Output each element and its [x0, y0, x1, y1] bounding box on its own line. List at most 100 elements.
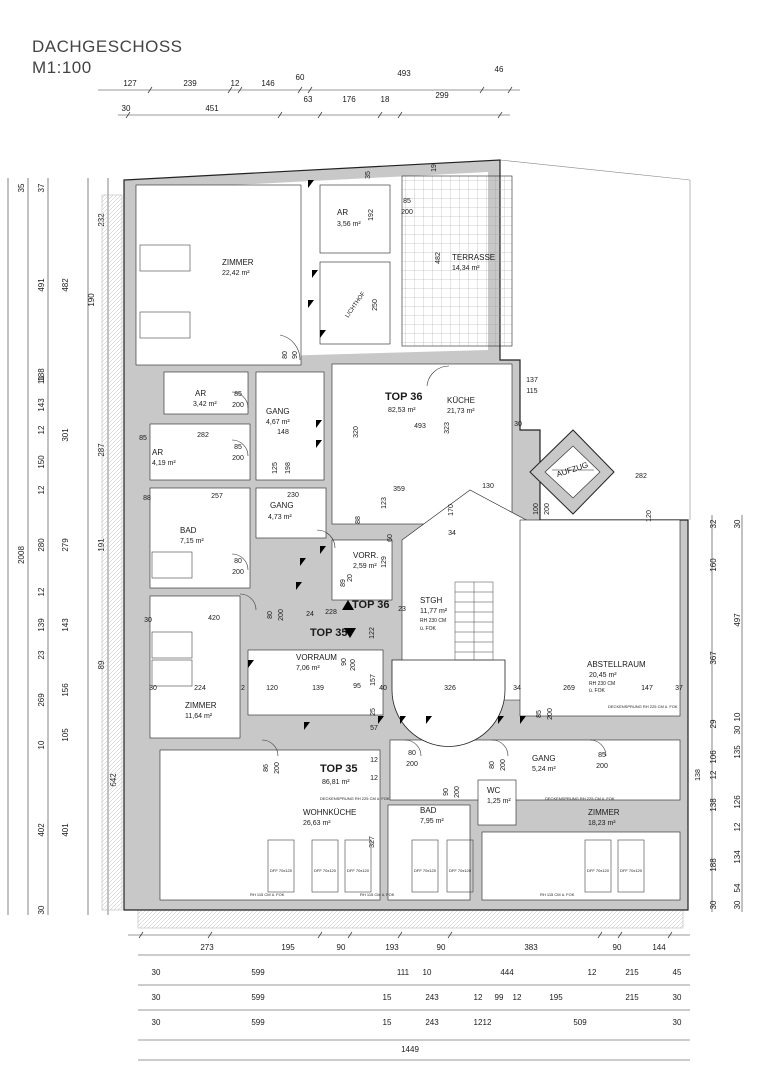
- dim-i-19: 200: [232, 455, 244, 462]
- dim-b1-8: 144: [652, 943, 666, 952]
- dim-i-32: 200: [544, 503, 551, 515]
- dim-i-73: 200: [596, 763, 608, 770]
- dim-top-7: 46: [495, 65, 504, 74]
- dim-l2-11: 105: [61, 728, 70, 742]
- room-vorraum-area: 7,06 m²: [296, 665, 320, 672]
- dim-l2-4: 301: [61, 428, 70, 442]
- room-zimmer1-area: 22,42 m²: [222, 270, 250, 277]
- dim-i-52: 40: [379, 685, 387, 692]
- dim-bottom-total: 1449: [401, 1045, 419, 1054]
- interior-dimensions: 85 200 192 482 250 35 19 80 90 85 200 14…: [139, 164, 702, 848]
- dim-i-71: 200: [500, 759, 507, 771]
- dim-b2-7: 215: [625, 968, 639, 977]
- room-kueche-area: 21,73 m²: [447, 408, 475, 415]
- dim-l2-8: 143: [61, 618, 70, 632]
- dim-i-51: 90: [341, 658, 348, 666]
- dim-b3-8: 195: [549, 993, 563, 1002]
- dim-i-48: 23: [398, 606, 406, 613]
- dim-i-65: 25: [370, 708, 377, 716]
- dim-i-26: 257: [211, 493, 223, 500]
- dim-i-25: 88: [143, 495, 151, 502]
- dim-i-5: 35: [365, 171, 372, 179]
- dim-i-24: 282: [635, 473, 647, 480]
- dim-r-17: 54: [733, 883, 742, 892]
- room-bad1-area: 7,15 m²: [180, 538, 204, 545]
- note-rh-1: RH 115 CM ü. FOK: [250, 892, 285, 897]
- dim-i-47: 20: [347, 574, 354, 582]
- left-dimensions: 35 37 491 188 11 143 12 150 12 280 12 13…: [17, 183, 118, 914]
- roof-windows: [139, 244, 645, 893]
- dim-i-81: 327: [369, 836, 376, 848]
- top-dimensions: 127 239 12 146 60 493 46 30 451 63 176 1…: [122, 65, 504, 113]
- unit-top36-stair-label: TOP 36: [352, 599, 390, 611]
- dim-l2-12: 401: [61, 823, 70, 837]
- dim-i-49: 122: [369, 627, 376, 639]
- dim-i-39: 34: [448, 530, 456, 537]
- room-zimmer3-area: 18,23 m²: [588, 820, 616, 827]
- dim-i-57: 37: [675, 685, 683, 692]
- window-label-1: DFF 70x120: [270, 868, 293, 873]
- elevator-shaft: [529, 429, 615, 515]
- dim-i-80: 12: [370, 775, 378, 782]
- dim-b3-4: 243: [425, 993, 439, 1002]
- dim-i-21: 198: [285, 462, 292, 474]
- facade-hatching: [101, 159, 691, 929]
- room-ar3-name: AR: [152, 448, 163, 457]
- room-gang2-name: GANG: [270, 501, 294, 510]
- dim-b3-3: 15: [383, 993, 392, 1002]
- arrow-down-icon: [344, 628, 356, 638]
- dim-r-7: 10: [733, 712, 742, 721]
- dim-i-14: 137: [526, 377, 538, 384]
- dim-l1-12: 139: [37, 618, 46, 632]
- dim-i-8: 90: [292, 351, 299, 359]
- dim-r-12: 138: [709, 798, 718, 812]
- dim-i-3: 482: [435, 252, 442, 264]
- plan-scale: M1:100: [32, 58, 92, 77]
- room-ar1-name: AR: [337, 208, 348, 217]
- dim-b2-1: 30: [152, 968, 161, 977]
- dim-b4-2: 599: [251, 1018, 265, 1027]
- room-gang1-name: GANG: [266, 407, 290, 416]
- dim-b1-1: 273: [200, 943, 214, 952]
- dim-b3-2: 599: [251, 993, 265, 1002]
- dim-i-44: 80: [267, 611, 274, 619]
- room-vorraum-name: VORRAUM: [296, 653, 337, 662]
- room-zimmer1-name: ZIMMER: [222, 258, 254, 267]
- dim-i-63: 95: [353, 683, 361, 690]
- dim-r-11: 12: [709, 770, 718, 779]
- unit-top35-area: 86,81 m²: [322, 779, 350, 786]
- bottom-dimensions: 273 195 90 193 90 383 90 144 30 599 111 …: [152, 943, 682, 1054]
- dim-i-13: 323: [444, 422, 451, 434]
- dim-b2-8: 45: [673, 968, 682, 977]
- dim-i-29: 170: [448, 504, 455, 516]
- unit-top36-area: 82,53 m²: [388, 407, 416, 414]
- dim-i-68: 80: [408, 750, 416, 757]
- room-vorr-name: VORR.: [353, 551, 378, 560]
- room-gang3-area: 5,24 m²: [532, 766, 556, 773]
- dim-i-67: 200: [547, 708, 554, 720]
- dim-b2-3: 111: [397, 968, 410, 977]
- room-bad2-name: BAD: [420, 806, 437, 815]
- dim-l2-2: 482: [61, 278, 70, 292]
- note-rh-2: RH 115 CM ü. FOK: [540, 892, 575, 897]
- dim-b1-2: 195: [281, 943, 295, 952]
- dim-r-18: 30: [709, 900, 718, 909]
- dim-i-66: 85: [536, 710, 543, 718]
- dim-i-10: 200: [232, 402, 244, 409]
- dim-b2-4: 10: [423, 968, 432, 977]
- note-ceiling-1: DECKENSPRUNG RH 225 CM ü. FOK: [320, 796, 390, 801]
- room-ar2-area: 3,42 m²: [193, 401, 217, 408]
- dim-r-4: 497: [733, 613, 742, 627]
- dim-l2-3: 190: [87, 293, 96, 307]
- dim-i-64: 157: [370, 674, 377, 686]
- dim-r-16: 134: [733, 850, 742, 864]
- dim-i-9: 85: [234, 391, 242, 398]
- dim-i-61: 120: [266, 685, 278, 692]
- room-terrasse-area: 14,34 m²: [452, 265, 480, 272]
- dim-i-27: 230: [287, 492, 299, 499]
- unit-top35-label: TOP 35: [320, 763, 358, 775]
- dim-l1-15: 10: [37, 740, 46, 749]
- room-gang2-area: 4,73 m²: [268, 514, 292, 521]
- room-abstellraum-note1: RH 230 CM: [589, 681, 615, 687]
- dim-r-19: 30: [733, 900, 742, 909]
